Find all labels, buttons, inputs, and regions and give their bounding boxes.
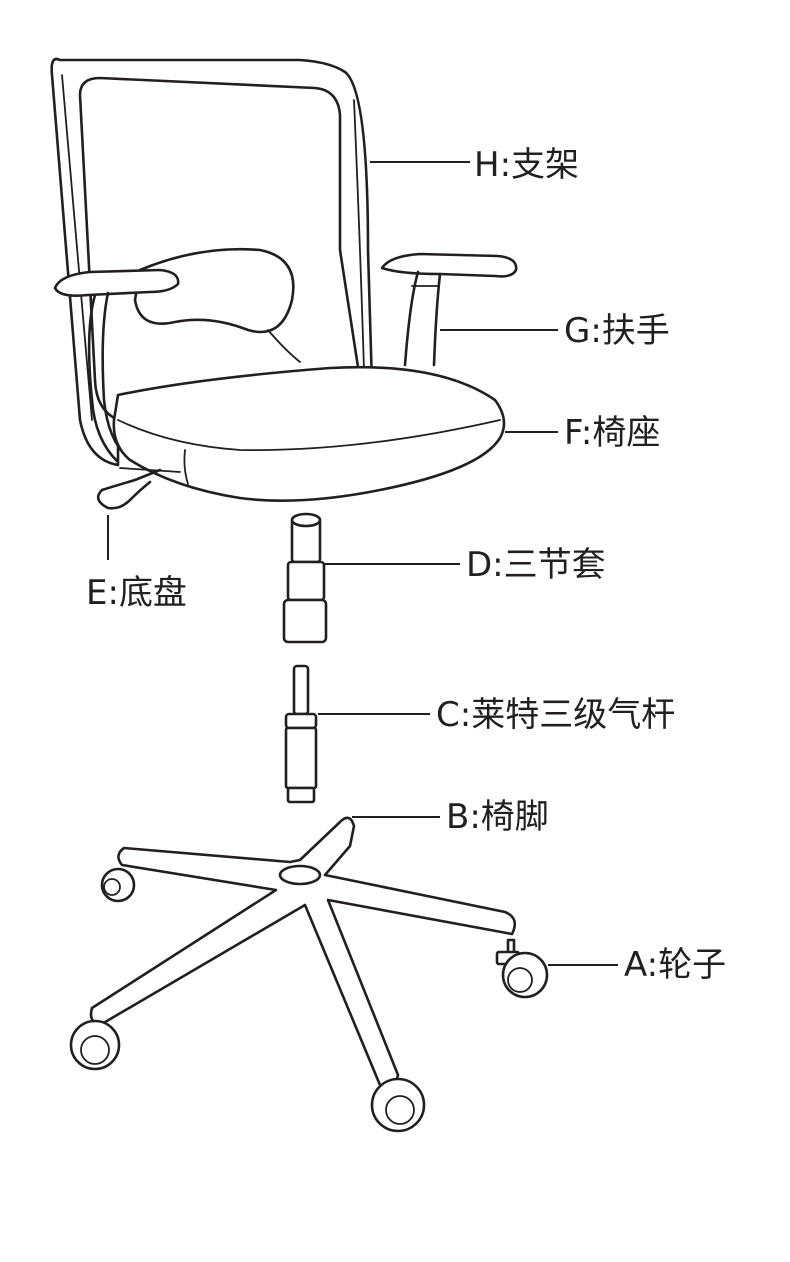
label-f-seat: F:椅座 (564, 413, 661, 453)
caster-bottom (370, 1077, 426, 1133)
caster-wheels (69, 867, 549, 1133)
right-armrest (380, 252, 518, 367)
label-c-gas-lift: C:莱特三级气杆 (436, 695, 676, 735)
backrest-frame (50, 57, 374, 467)
label-h-frame: H:支架 (474, 145, 580, 185)
caster-left (100, 867, 136, 903)
star-base (89, 816, 517, 1088)
gas-lift (284, 664, 318, 804)
caster-bottom-left (69, 1019, 121, 1071)
label-e-chassis: E:底盘 (86, 573, 187, 613)
cylinder-cover (282, 512, 328, 644)
seat-cushion (112, 365, 506, 502)
label-g-armrest: G:扶手 (564, 311, 670, 351)
caster-detached (495, 938, 549, 999)
lumbar-support (133, 247, 301, 363)
left-armrest (53, 268, 180, 464)
label-a-casters: A:轮子 (624, 945, 727, 985)
label-b-base: B:椅脚 (446, 797, 549, 837)
leader-lines (107, 161, 618, 966)
label-d-cover: D:三节套 (466, 545, 606, 585)
chassis-lever (96, 467, 181, 510)
